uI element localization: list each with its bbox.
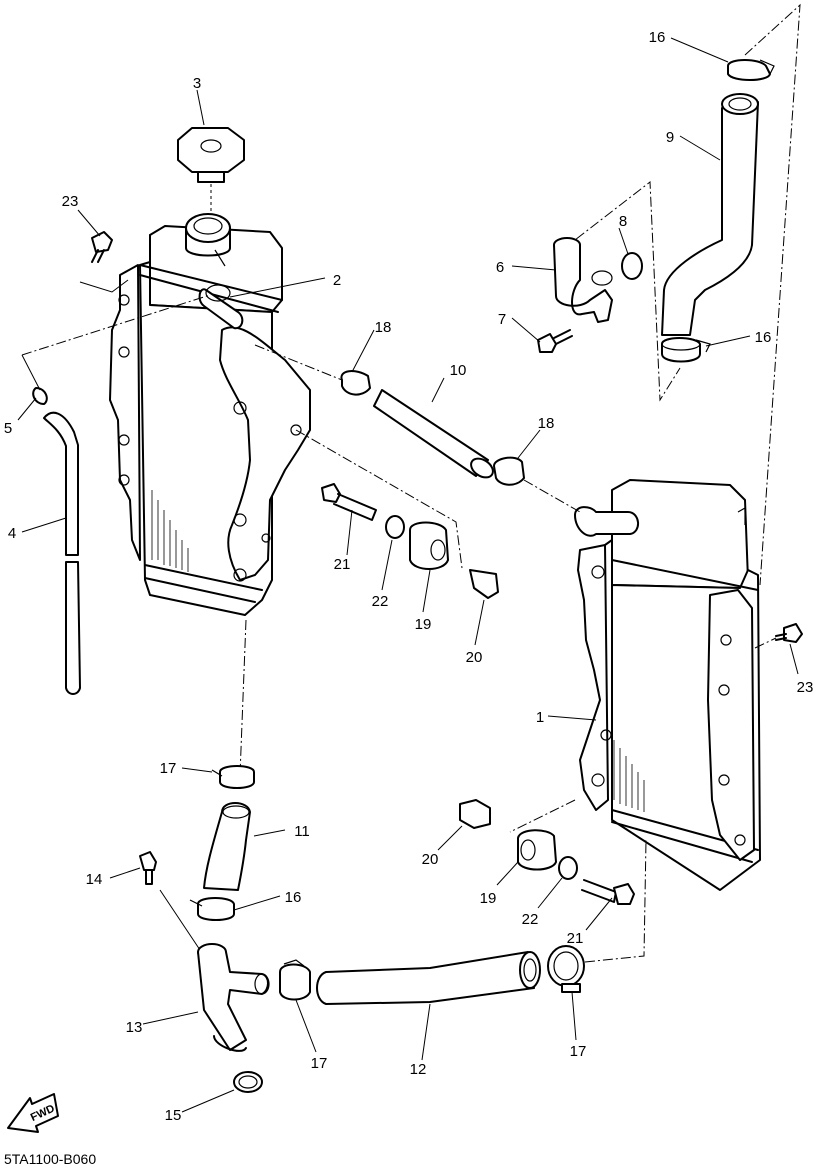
hose-route-right bbox=[744, 3, 801, 586]
callout-16-mid: 16 bbox=[755, 329, 772, 346]
callout-22-lower: 22 bbox=[522, 911, 539, 928]
mount-set-upper bbox=[295, 429, 499, 599]
bolt-7 bbox=[537, 329, 573, 353]
callout-17-top: 17 bbox=[160, 760, 177, 777]
callout-17-right: 17 bbox=[570, 1043, 587, 1060]
callout-1: 1 bbox=[536, 709, 544, 726]
callout-17-mid: 17 bbox=[311, 1055, 328, 1072]
joint-13 bbox=[197, 943, 270, 1052]
lower-hose-12 bbox=[316, 951, 541, 1005]
hose-11 bbox=[203, 802, 251, 891]
callout-14: 14 bbox=[86, 871, 103, 888]
callout-18-upper: 18 bbox=[375, 319, 392, 336]
hose-10 bbox=[373, 389, 494, 479]
callout-18-lower: 18 bbox=[538, 415, 555, 432]
clamp-16-mid bbox=[661, 337, 711, 363]
o-ring-8 bbox=[621, 252, 643, 280]
bolt-14 bbox=[139, 851, 201, 951]
breather-hose-4 bbox=[43, 411, 81, 695]
callout-16-top: 16 bbox=[649, 29, 666, 46]
callout-11: 11 bbox=[294, 823, 310, 840]
callout-12: 12 bbox=[410, 1061, 427, 1078]
bolt-23-right bbox=[754, 623, 803, 649]
callout-3: 3 bbox=[193, 75, 201, 92]
callout-4: 4 bbox=[8, 525, 16, 542]
callout-20-lower: 20 bbox=[422, 851, 439, 868]
callout-23-right: 23 bbox=[797, 679, 814, 696]
clamp-18-upper bbox=[340, 370, 371, 396]
clamp-17-right bbox=[547, 945, 585, 993]
callout-19-upper: 19 bbox=[415, 616, 432, 633]
fwd-arrow: FWD bbox=[7, 1093, 59, 1133]
clamp-18-lower bbox=[493, 456, 525, 486]
route-10 bbox=[254, 344, 581, 513]
o-ring-15 bbox=[233, 1071, 263, 1093]
clamp-16-low bbox=[189, 897, 235, 921]
clip-5 bbox=[21, 294, 211, 405]
upper-hose-9 bbox=[661, 93, 759, 336]
callout-9: 9 bbox=[666, 129, 674, 146]
right-radiator bbox=[574, 479, 761, 891]
callout-23-left: 23 bbox=[62, 193, 79, 210]
callout-19-lower: 19 bbox=[480, 890, 497, 907]
callout-20-upper: 20 bbox=[466, 649, 483, 666]
callout-16-low: 16 bbox=[285, 889, 302, 906]
callout-7: 7 bbox=[498, 311, 506, 328]
fitting-6 bbox=[553, 237, 613, 323]
mount-set-lower bbox=[459, 799, 635, 905]
callout-6: 6 bbox=[496, 259, 504, 276]
callout-22-upper: 22 bbox=[372, 593, 389, 610]
left-radiator bbox=[109, 213, 311, 616]
callout-8: 8 bbox=[619, 213, 627, 230]
clamp-17-top bbox=[211, 765, 255, 789]
diagram-code: 5TA1100-B060 bbox=[4, 1151, 96, 1167]
clamp-17-mid bbox=[279, 959, 311, 1001]
callout-labels: 3 23 2 5 4 18 10 18 16 9 16 6 8 7 21 22 … bbox=[4, 29, 814, 1124]
outlet-route bbox=[561, 181, 681, 402]
callout-10: 10 bbox=[450, 362, 467, 379]
callout-15: 15 bbox=[165, 1107, 182, 1124]
clamp-16-top bbox=[727, 59, 775, 81]
bolt-23-left bbox=[79, 231, 129, 293]
callout-21-upper: 21 bbox=[334, 556, 351, 573]
radiator-cap bbox=[177, 127, 245, 214]
callout-5: 5 bbox=[4, 420, 12, 437]
route-12 bbox=[584, 839, 647, 963]
route-11 bbox=[239, 619, 247, 776]
leader-lines bbox=[17, 37, 799, 1113]
callout-2: 2 bbox=[333, 272, 341, 289]
callout-21-lower: 21 bbox=[567, 930, 584, 947]
callout-13: 13 bbox=[126, 1019, 143, 1036]
